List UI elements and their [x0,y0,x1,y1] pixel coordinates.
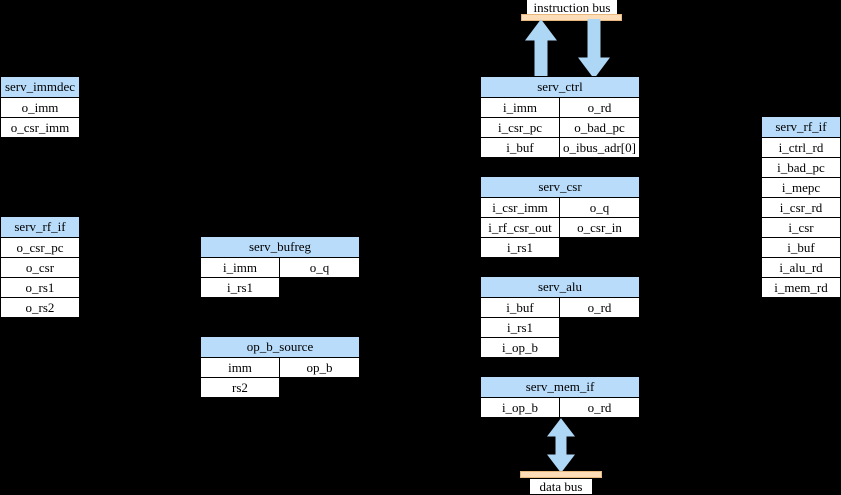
module-serv-mem-if: serv_mem_if i_op_b o_rd [480,376,640,419]
empty-cell [280,378,359,397]
port-i-imm: i_imm [481,98,560,117]
port-o-rs1: o_rs1 [1,278,79,297]
port-i-csr: i_csr [762,218,840,237]
table-row: i_ctrl_rd [762,138,840,158]
data-bus-label: data bus [530,479,592,494]
empty-cell [280,278,359,297]
instruction-bus-bar [521,14,622,21]
module-title-op-b-source: op_b_source [201,337,359,358]
port-o-csr-in: o_csr_in [560,218,639,237]
port-o-ibus-adr: o_ibus_adr[0] [560,138,639,157]
module-title-serv-immdec: serv_immdec [1,77,79,98]
table-row: i_buf [762,238,840,258]
module-title-serv-alu: serv_alu [481,277,639,298]
empty-cell [560,238,639,257]
table-row: i_alu_rd [762,258,840,278]
port-o-rd: o_rd [560,398,639,417]
module-serv-bufreg: serv_bufreg i_imm o_q i_rs1 [200,236,360,299]
port-o-csr: o_csr [1,258,79,277]
port-imm: imm [201,358,280,377]
module-op-b-source: op_b_source imm op_b rs2 [200,336,360,399]
instruction-bus-label: instruction bus [527,0,617,17]
port-o-csr-pc: o_csr_pc [1,238,79,257]
table-row: i_imm o_q [201,258,359,278]
port-o-rd: o_rd [560,98,639,117]
port-o-rs2: o_rs2 [1,298,79,317]
module-title-serv-bufreg: serv_bufreg [201,237,359,258]
module-title-serv-rf-if-right: serv_rf_if [762,117,840,138]
table-row: i_mepc [762,178,840,198]
port-o-imm: o_imm [1,98,79,117]
port-i-buf: i_buf [481,138,560,157]
table-row: i_rf_csr_out o_csr_in [481,218,639,238]
module-serv-ctrl: serv_ctrl i_imm o_rd i_csr_pc o_bad_pc i… [480,76,640,159]
module-serv-rf-if-right: serv_rf_if i_ctrl_rd i_bad_pc i_mepc i_c… [761,116,841,299]
table-row: i_buf o_rd [481,298,639,318]
data-bus-arrow [545,418,577,473]
table-row: o_rs2 [1,298,79,318]
instruction-bus-read-arrow [525,19,557,79]
empty-cell [560,338,639,357]
module-title-serv-csr: serv_csr [481,177,639,198]
module-serv-immdec: serv_immdec o_imm o_csr_imm [0,76,80,139]
table-row: o_csr_pc [1,238,79,258]
data-bus-bar [520,471,602,478]
port-o-q: o_q [280,258,359,277]
module-title-serv-mem-if: serv_mem_if [481,377,639,398]
table-row: rs2 [201,378,359,398]
port-i-mem-rd: i_mem_rd [762,278,840,297]
port-o-rd: o_rd [560,298,639,317]
table-row: i_rs1 [201,278,359,298]
table-row: i_rs1 [481,318,639,338]
port-i-op-b: i_op_b [481,338,560,357]
port-op-b: op_b [280,358,359,377]
port-i-rs1: i_rs1 [201,278,280,297]
port-i-buf: i_buf [481,298,560,317]
port-i-csr-imm: i_csr_imm [481,198,560,217]
module-serv-csr: serv_csr i_csr_imm o_q i_rf_csr_out o_cs… [480,176,640,259]
table-row: i_buf o_ibus_adr[0] [481,138,639,158]
table-row: i_csr_pc o_bad_pc [481,118,639,138]
port-i-rf-csr-out: i_rf_csr_out [481,218,560,237]
table-row: i_csr_rd [762,198,840,218]
table-row: i_op_b o_rd [481,398,639,418]
instruction-bus-fetch-arrow [578,19,610,79]
port-i-csr-rd: i_csr_rd [762,198,840,217]
port-i-rs1: i_rs1 [481,318,560,337]
module-title-serv-rf-if-left: serv_rf_if [1,217,79,238]
table-row: i_rs1 [481,238,639,258]
port-i-op-b: i_op_b [481,398,560,417]
module-serv-alu: serv_alu i_buf o_rd i_rs1 i_op_b [480,276,640,359]
port-i-alu-rd: i_alu_rd [762,258,840,277]
table-row: i_mem_rd [762,278,840,298]
table-row: o_rs1 [1,278,79,298]
table-row: o_csr [1,258,79,278]
port-i-imm: i_imm [201,258,280,277]
table-row: i_op_b [481,338,639,358]
table-row: i_csr_imm o_q [481,198,639,218]
table-row: o_imm [1,98,79,118]
port-i-ctrl-rd: i_ctrl_rd [762,138,840,157]
table-row: i_bad_pc [762,158,840,178]
port-o-bad-pc: o_bad_pc [560,118,639,137]
port-i-bad-pc: i_bad_pc [762,158,840,177]
empty-cell [560,318,639,337]
table-row: o_csr_imm [1,118,79,138]
table-row: imm op_b [201,358,359,378]
table-row: i_imm o_rd [481,98,639,118]
port-i-rs1: i_rs1 [481,238,560,257]
module-serv-rf-if-left: serv_rf_if o_csr_pc o_csr o_rs1 o_rs2 [0,216,80,319]
port-i-mepc: i_mepc [762,178,840,197]
port-rs2: rs2 [201,378,280,397]
module-title-serv-ctrl: serv_ctrl [481,77,639,98]
port-o-q: o_q [560,198,639,217]
port-i-csr-pc: i_csr_pc [481,118,560,137]
port-i-buf: i_buf [762,238,840,257]
table-row: i_csr [762,218,840,238]
port-o-csr-imm: o_csr_imm [1,118,79,137]
